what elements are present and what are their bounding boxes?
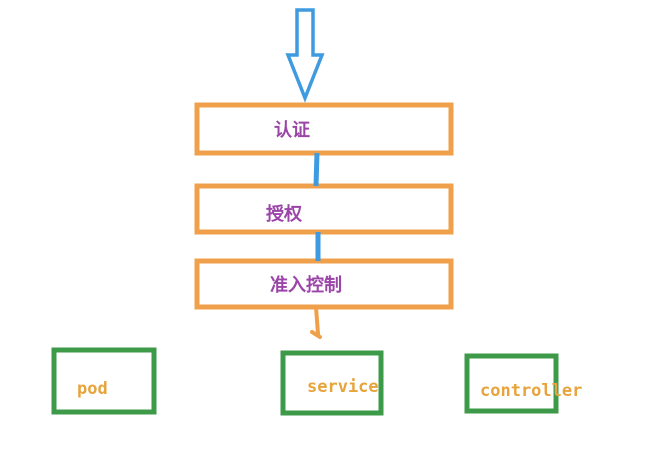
resource-box-service [280,350,384,416]
admission-exit-mark [310,305,322,339]
connector-auth-to-authz [313,152,320,187]
resource-box-pod [51,347,157,415]
stage-box-admission-control [194,258,454,310]
stage-label-admission-control: 准入控制 [270,275,342,296]
stage-label-authorization: 授权 [266,204,302,225]
stage-box-authorization [194,183,454,235]
resource-label-service: service [307,377,379,397]
incoming-request-arrow-icon [285,8,325,103]
stage-box-authentication [194,102,454,156]
resource-label-controller: controller [480,381,583,401]
resource-box-controller [464,353,559,414]
resource-label-pod: pod [77,379,108,399]
stage-label-authentication: 认证 [274,120,310,141]
